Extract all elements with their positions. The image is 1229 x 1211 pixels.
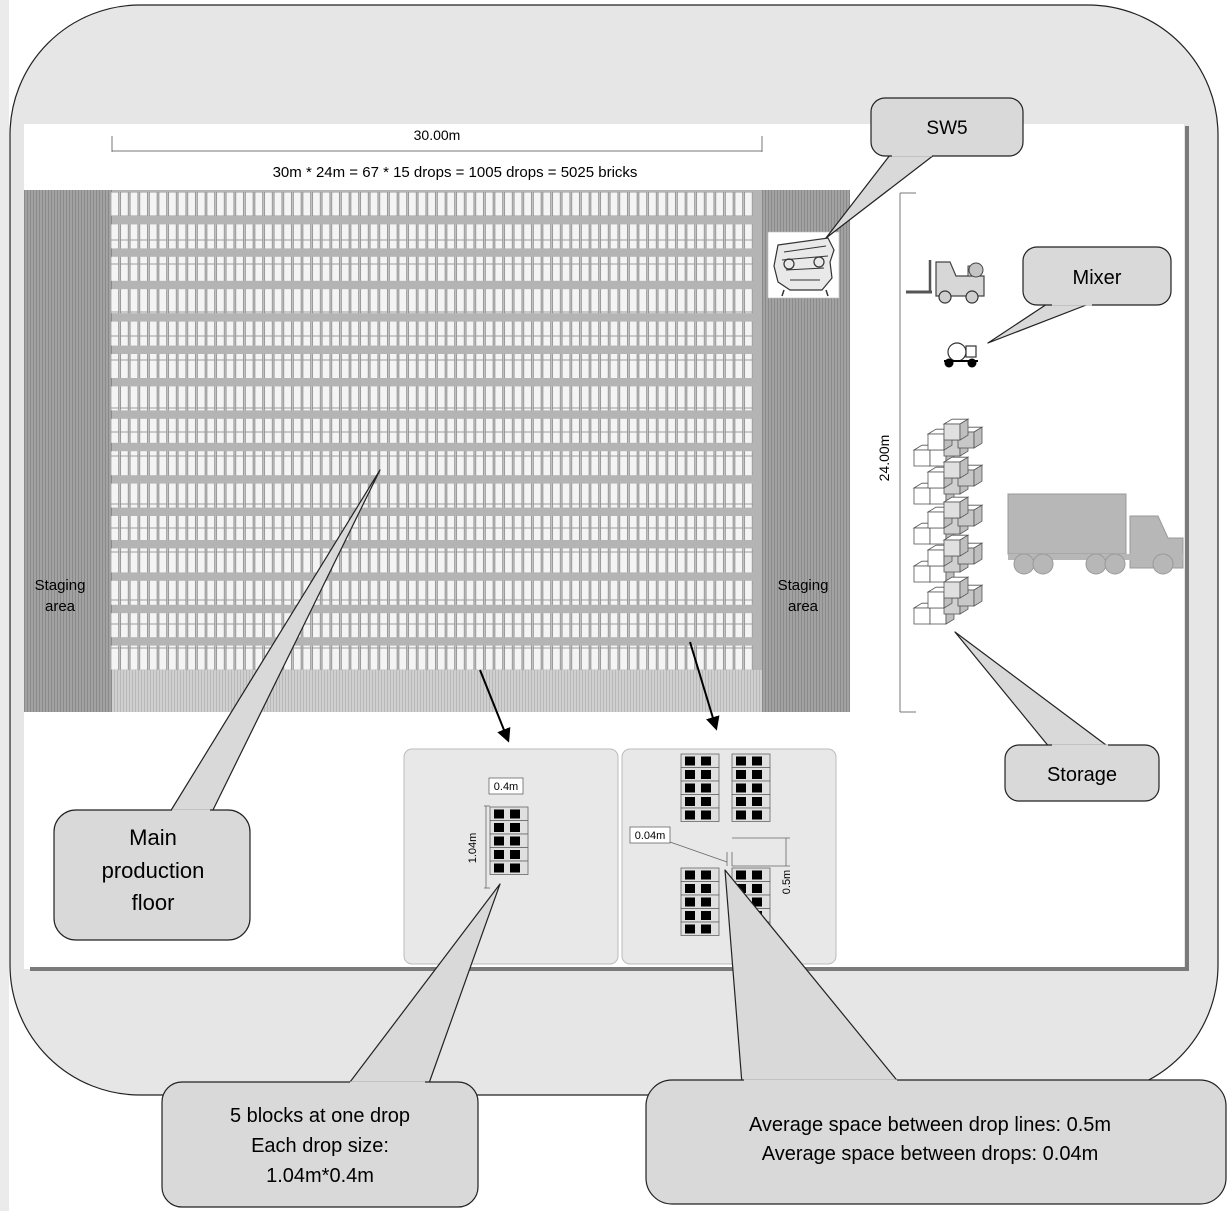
drop-row (110, 354, 753, 378)
sw5-label: SW5 (926, 118, 967, 139)
drop-row (110, 645, 753, 670)
height-dimension: 24.00m (876, 192, 916, 713)
detail-arrow-right (689, 641, 720, 731)
drop-info-line-2: Each drop size: (251, 1135, 389, 1157)
storage-stack-icon (912, 418, 984, 625)
drop-row (110, 256, 753, 281)
drop-gap-label: 0.04m (635, 830, 666, 842)
detail-panel-spacing (621, 748, 837, 965)
mixer-label: Mixer (1073, 267, 1122, 289)
main-floor-label-2: production (102, 858, 205, 883)
drop-info-line-1: 5 blocks at one drop (230, 1105, 410, 1127)
production-floor (24, 190, 850, 712)
drop-row (110, 451, 753, 476)
drop-row (110, 224, 753, 249)
main-floor-label-1: Main (129, 825, 177, 850)
callout-main-floor: Main production floor (53, 469, 381, 941)
callout-storage: Storage (954, 631, 1160, 802)
drop-row (110, 516, 753, 540)
storage-label: Storage (1047, 764, 1117, 786)
staging-left-label-1: Staging (35, 577, 86, 594)
main-floor-label-3: floor (132, 890, 175, 915)
drop-row (110, 192, 753, 216)
mixer-icon (944, 342, 978, 368)
callout-drop-info: 5 blocks at one drop Each drop size: 1.0… (161, 883, 501, 1208)
callout-spacing-info: Average space between drop lines: 0.5m A… (645, 869, 1227, 1205)
forklift-icon (906, 260, 985, 304)
staging-right-label-2: area (788, 598, 819, 615)
detail-arrow-left (479, 669, 511, 743)
spacing-info-line-1: Average space between drop lines: 0.5m (749, 1114, 1111, 1136)
drop-row (110, 289, 753, 314)
truck-icon (1007, 493, 1184, 575)
sw5-machine-icon (767, 231, 840, 299)
single-drop-detail: 0.4m 1.04m (467, 777, 529, 889)
drop-height-label: 1.04m (467, 833, 479, 864)
callout-mixer: Mixer (987, 246, 1172, 344)
drop-row (110, 386, 753, 411)
width-label: 30.00m (414, 127, 461, 143)
callout-sw5: SW5 (825, 97, 1024, 239)
drop-row (110, 418, 753, 443)
drop-row (110, 613, 753, 638)
drop-row (110, 548, 753, 573)
line-spacing-label: 0.5m (781, 870, 793, 894)
width-dimension: 30.00m (111, 127, 763, 152)
drop-width-label: 0.4m (494, 781, 518, 793)
page-edge (0, 0, 9, 1211)
staging-right-label-1: Staging (778, 577, 829, 594)
spacing-info-line-2: Average space between drops: 0.04m (762, 1143, 1099, 1165)
drop-row (110, 321, 753, 346)
formula-text: 30m * 24m = 67 * 15 drops = 1005 drops =… (273, 164, 638, 181)
drop-row (110, 580, 753, 605)
staging-left-label-2: area (45, 598, 76, 615)
staging-area-left (24, 190, 112, 712)
drop-row (110, 483, 753, 508)
drop-rows (110, 192, 753, 670)
height-label: 24.00m (876, 435, 892, 482)
drop-info-line-3: 1.04m*0.4m (266, 1165, 374, 1187)
